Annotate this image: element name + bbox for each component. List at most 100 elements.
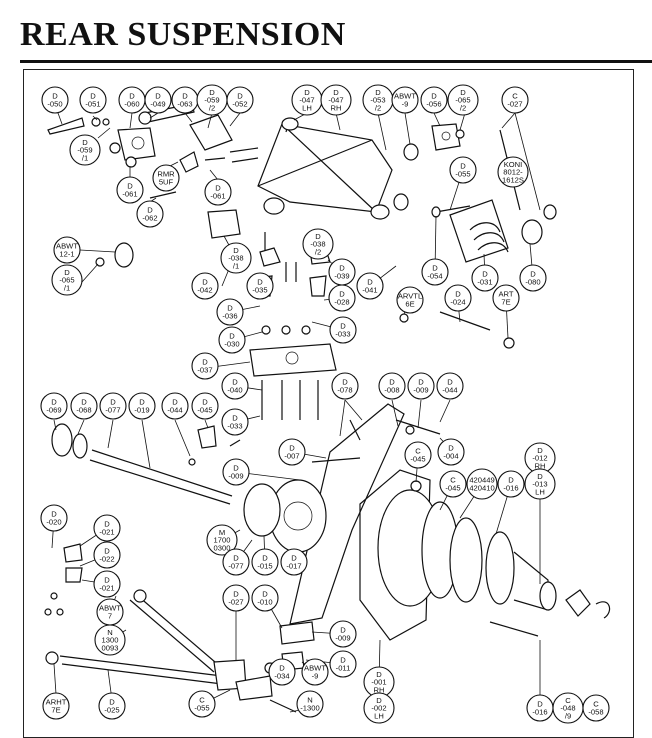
callout-text: D <box>418 378 424 387</box>
callout-text: D <box>109 698 115 707</box>
part-callout: D-063 <box>171 86 199 114</box>
callout-circle <box>329 316 357 344</box>
callout-text: D <box>279 664 285 673</box>
callout-text: -021 <box>99 584 114 593</box>
callout-text: D <box>202 398 208 407</box>
callout-text: -001 <box>371 678 386 687</box>
coilover-shock <box>399 129 557 349</box>
callout-text: D <box>182 92 188 101</box>
part-callout: D-019 <box>128 392 156 420</box>
callout-text: -016 <box>532 708 547 717</box>
callout-circle <box>191 392 219 420</box>
part-callout: D-060 <box>118 86 146 114</box>
callout-text: /2 <box>460 103 466 112</box>
callout-text: -012 <box>532 454 547 463</box>
part-callout: C-055 <box>188 690 216 718</box>
callout-text: /1 <box>233 261 239 270</box>
callout-text: C <box>512 92 518 101</box>
callout-text: ABWT <box>99 604 121 613</box>
part-callout: D-061 <box>116 176 144 204</box>
callout-text: M <box>219 528 225 537</box>
callout-text: N <box>107 628 112 637</box>
callout-text: D <box>315 232 321 241</box>
callout-text: -004 <box>443 452 458 461</box>
callout-circle <box>188 690 216 718</box>
callout-text: -035 <box>252 286 267 295</box>
title-underline <box>20 60 652 63</box>
callout-text: -060 <box>124 100 139 109</box>
part-callout: D-016 <box>497 470 525 498</box>
callout-circle <box>582 694 610 722</box>
part-callout: D-080 <box>519 264 547 292</box>
part-callout: D-009 <box>329 620 357 648</box>
part-callout: C-027 <box>501 86 529 114</box>
callout-circle <box>436 372 464 400</box>
callout-text: -042 <box>197 286 212 295</box>
callout-text: 1700 <box>214 536 231 545</box>
callout-circle <box>222 548 250 576</box>
callout-text: KONI <box>504 160 523 169</box>
part-callout: D-033 <box>221 408 249 436</box>
part-callout: D-078 <box>331 372 359 400</box>
callout-text: -062 <box>142 214 157 223</box>
callout-text: C <box>199 696 205 705</box>
part-callout: D-042 <box>191 272 219 300</box>
callout-text: D <box>431 92 437 101</box>
lower-wishbone <box>44 543 315 713</box>
part-callout: D-009 <box>407 372 435 400</box>
callout-circle <box>278 438 306 466</box>
callout-text: RH <box>535 461 546 470</box>
part-callout: D-054 <box>421 258 449 286</box>
part-callout: D-059/2 <box>196 84 228 116</box>
part-callout: D-038/1 <box>220 242 252 274</box>
part-callout: D-061 <box>204 178 232 206</box>
callout-text: -031 <box>477 278 492 287</box>
callout-text: D <box>339 290 345 299</box>
callout-text: D <box>375 88 381 97</box>
page-title: REAR SUSPENSION <box>20 16 346 53</box>
callout-labels: D-050D-051D-060D-049D-063D-059/2D-052D-0… <box>40 84 610 724</box>
callout-text: -1300 <box>300 704 319 713</box>
callout-text: 0300 <box>214 543 231 552</box>
callout-circle <box>268 658 296 686</box>
callout-text: D <box>537 472 543 481</box>
callout-circle <box>407 372 435 400</box>
callout-text: RMR <box>157 170 175 179</box>
callout-text: ARHT <box>46 698 67 707</box>
callout-circle <box>220 242 252 274</box>
callout-text: D <box>104 520 110 529</box>
callout-text: D <box>367 278 373 287</box>
callout-text: RH <box>374 685 385 694</box>
callout-text: C <box>450 476 456 485</box>
callout-circle <box>53 236 81 264</box>
part-callout: D-059/1 <box>69 134 101 166</box>
callout-text: D <box>289 444 295 453</box>
callout-text: -009 <box>335 634 350 643</box>
callout-text: D <box>64 268 70 277</box>
part-callout: C-045 <box>404 441 432 469</box>
callout-text: -9 <box>402 100 409 109</box>
callout-text: -050 <box>47 100 62 109</box>
part-callout: D-010 <box>251 584 279 612</box>
callout-text: D <box>508 476 514 485</box>
callout-text: D <box>172 398 178 407</box>
callout-text: -044 <box>442 386 457 395</box>
callout-circle <box>466 468 498 500</box>
rear-mount-assembly <box>95 209 337 420</box>
callout-text: /9 <box>565 711 571 720</box>
callout-circle <box>301 658 329 686</box>
callout-circle <box>439 470 467 498</box>
callout-text: 7 <box>108 612 112 621</box>
callout-circle <box>524 468 556 500</box>
callout-text: ABWT <box>394 92 416 101</box>
callout-text: C <box>593 700 599 709</box>
callout-text: D <box>291 554 297 563</box>
callout-text: D <box>262 590 268 599</box>
callout-text: D <box>202 278 208 287</box>
callout-text: -037 <box>197 366 212 375</box>
callout-text: -040 <box>227 386 242 395</box>
